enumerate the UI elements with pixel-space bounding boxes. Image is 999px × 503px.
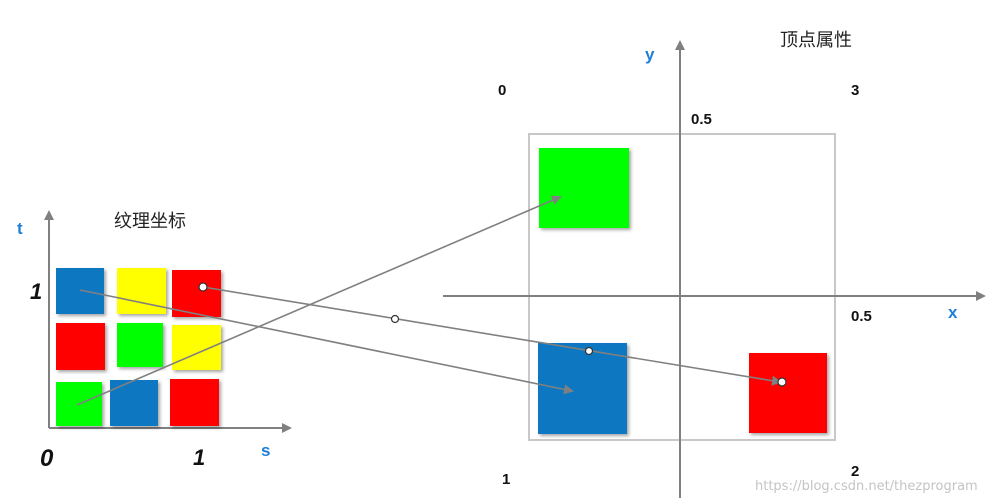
watermark-text: https://blog.csdn.net/thezprogram — [755, 479, 978, 494]
texture-t-one: 1 — [30, 279, 42, 304]
vertex-green-square — [539, 148, 629, 228]
arrow-red-to-bottom-right — [202, 286, 782, 386]
vertex-y-half: 0.5 — [691, 111, 712, 128]
vertex-x-label: x — [948, 303, 958, 322]
texture-cell-red-bottom-right — [170, 379, 219, 426]
vertex-corner-3: 3 — [851, 82, 859, 99]
texture-panel: 纹理坐标 t s 1 1 0 — [17, 210, 292, 472]
texture-origin: 0 — [40, 445, 54, 472]
texture-cell-red-top-right — [172, 270, 221, 317]
vertex-title: 顶点属性 — [780, 30, 852, 50]
texture-cell-yellow-top-middle — [117, 268, 166, 314]
arrow-blue-to-bottom-left — [79, 289, 574, 395]
arrow-mid-point — [390, 314, 400, 324]
arrow-point-blue-square — [584, 346, 594, 356]
texture-cell-yellow-middle-right — [172, 325, 221, 370]
texture-cell-green-center — [117, 323, 163, 367]
vertex-blue-square — [538, 343, 627, 434]
texture-title: 纹理坐标 — [114, 211, 186, 231]
vertex-bounding-square — [528, 133, 836, 441]
texture-cell-red-middle-left — [56, 323, 105, 370]
vertex-x-half: 0.5 — [851, 308, 872, 325]
texture-cell-blue-top-left — [56, 268, 104, 314]
vertex-corner-1: 1 — [502, 471, 510, 488]
texture-t-label: t — [17, 219, 23, 238]
vertex-red-square — [749, 353, 827, 433]
vertex-corner-0: 0 — [498, 82, 506, 99]
vertex-corner-2: 2 — [851, 463, 859, 480]
texture-s-label: s — [261, 441, 270, 460]
mapping-arrows — [76, 195, 787, 406]
vertex-y-label: y — [645, 45, 655, 64]
texture-s-one: 1 — [193, 445, 205, 470]
arrow-end-point-red — [777, 377, 787, 387]
arrow-start-point-red — [198, 282, 208, 292]
vertex-panel: 顶点属性 y x 0.5 0.5 0 3 1 2 — [443, 30, 986, 498]
arrow-green-to-top-left — [76, 195, 562, 406]
